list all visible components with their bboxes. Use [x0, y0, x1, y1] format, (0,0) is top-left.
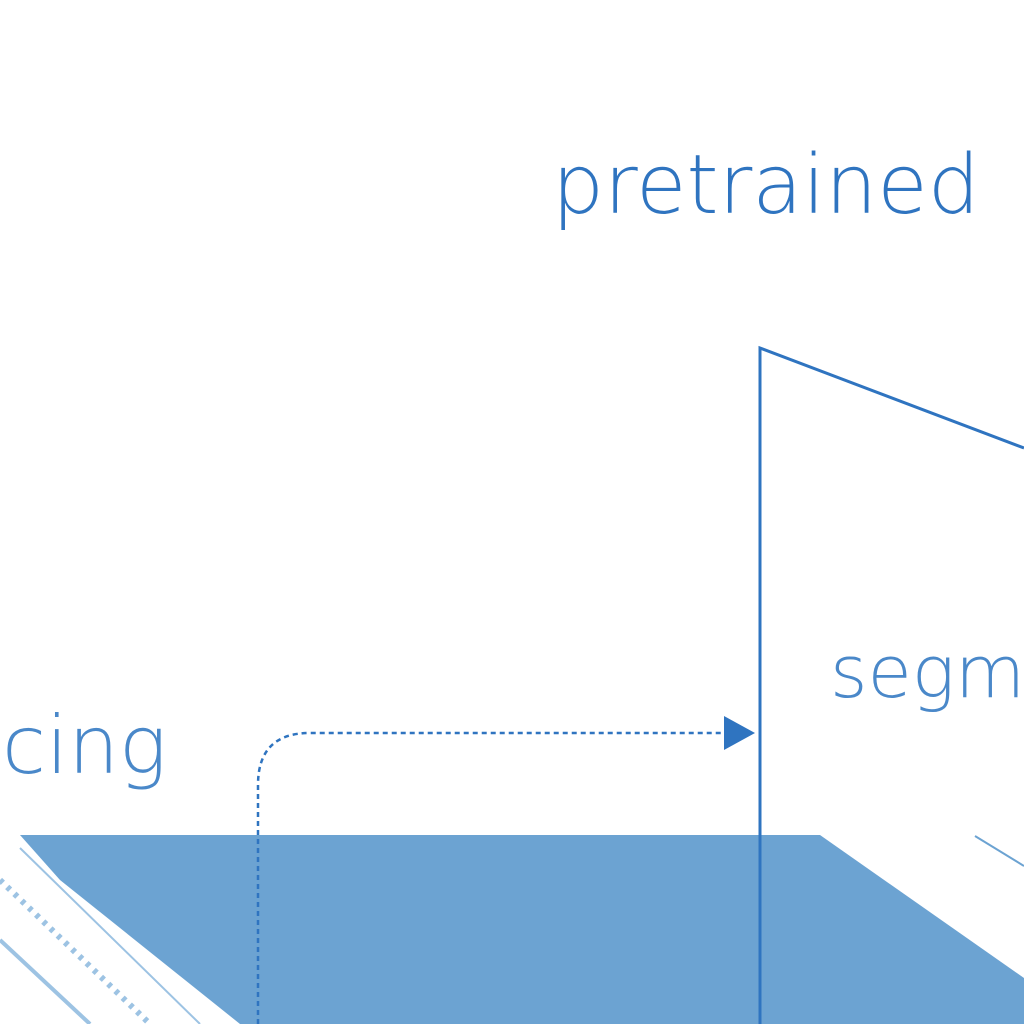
label-processing: cing — [2, 699, 167, 792]
arrowhead — [724, 716, 755, 750]
input-plane — [20, 835, 1024, 1024]
label-pretrained: pretrained — [552, 138, 980, 233]
left-layer-stripes — [0, 847, 201, 1024]
dotted-arrow — [256, 731, 728, 1024]
pretrained-model-frame — [758, 345, 1024, 1024]
right-layer-edge — [974, 835, 1024, 867]
label-segment: segm — [830, 630, 1024, 714]
